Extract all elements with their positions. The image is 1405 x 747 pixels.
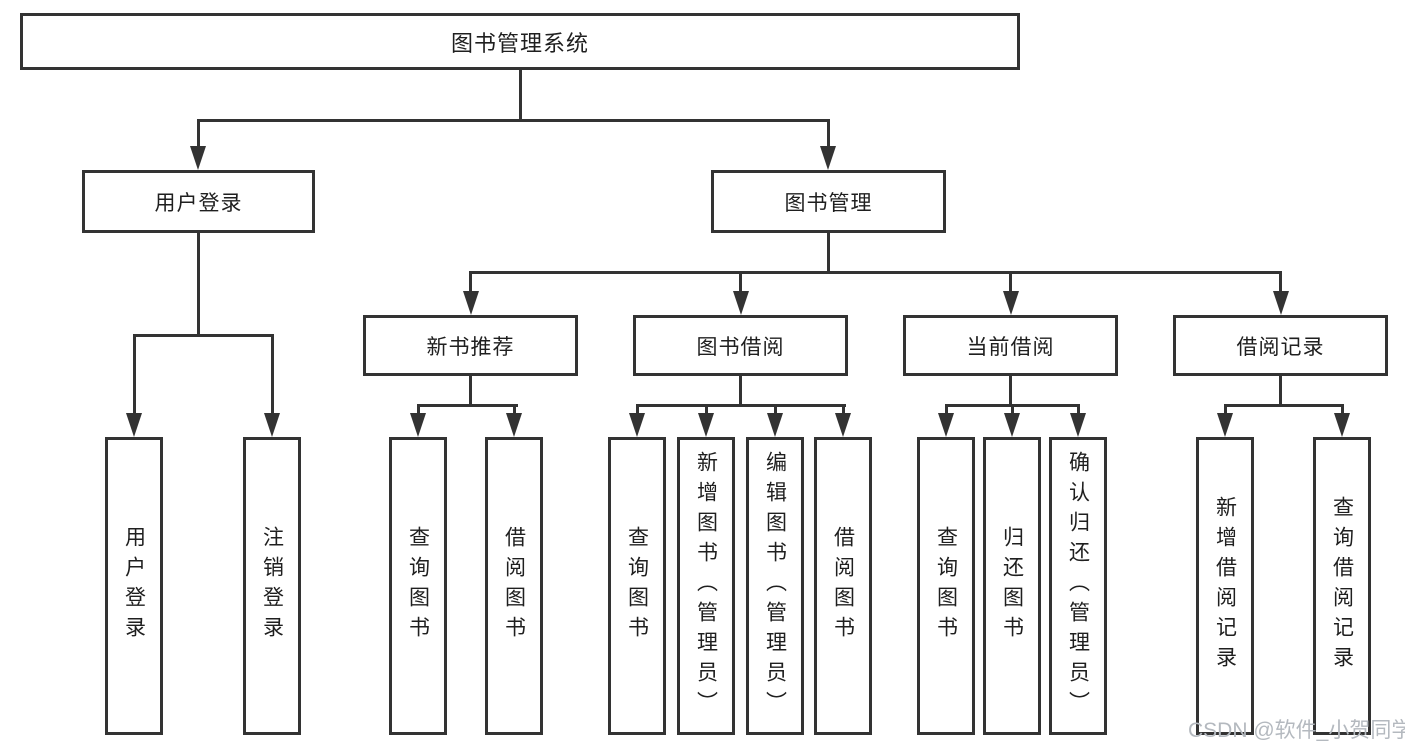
- arrow-down-icon: [732, 291, 749, 315]
- arrow-down-icon: [1004, 413, 1020, 437]
- leaf-recommend-borrow-book: 借阅图书: [485, 437, 543, 735]
- connector-line: [469, 270, 1282, 274]
- csdn-watermark: CSDN @软件_小贺同学: [1188, 719, 1405, 742]
- leaf-borrow-add-book-admin: 新增图书（管理员）: [677, 437, 735, 735]
- node-book-borrow: 图书借阅: [633, 315, 848, 376]
- arrow-down-icon: [835, 413, 851, 437]
- arrow-down-icon: [1272, 291, 1289, 315]
- connector-line: [1009, 376, 1012, 407]
- connector-line: [469, 270, 472, 293]
- leaf-recommend-query-book: 查询图书: [389, 437, 447, 735]
- leaf-borrow-query-book: 查询图书: [608, 437, 666, 735]
- connector-line: [841, 403, 845, 415]
- arrow-down-icon: [506, 413, 522, 437]
- leaf-records-add-borrow-record: 新增借阅记录: [1196, 437, 1254, 735]
- leaf-borrow-edit-book-admin: 编辑图书（管理员）: [746, 437, 804, 735]
- arrow-down-icon: [698, 413, 714, 437]
- arrow-down-icon: [1070, 413, 1086, 437]
- connector-line: [1223, 403, 1227, 415]
- connector-line: [270, 333, 274, 415]
- connector-line: [1279, 270, 1282, 293]
- node-new-book-recommend: 新书推荐: [363, 315, 578, 376]
- arrow-down-icon: [820, 146, 836, 170]
- node-current-borrow: 当前借阅: [903, 315, 1118, 376]
- connector-line: [196, 118, 830, 122]
- connector-line: [826, 118, 830, 148]
- leaf-borrow-borrow-book: 借阅图书: [814, 437, 872, 735]
- leaf-current-query-book: 查询图书: [917, 437, 975, 735]
- connector-line: [739, 270, 742, 293]
- leaf-records-query-borrow-record: 查询借阅记录: [1313, 437, 1371, 735]
- arrow-down-icon: [126, 413, 142, 437]
- connector-line: [635, 403, 639, 415]
- arrow-down-icon: [938, 413, 954, 437]
- arrow-down-icon: [1217, 413, 1233, 437]
- connector-line: [1279, 376, 1282, 407]
- connector-line: [512, 403, 516, 415]
- connector-line: [196, 233, 200, 336]
- node-root: 图书管理系统: [20, 13, 1020, 70]
- connector-line: [416, 403, 518, 407]
- leaf-current-return-book: 归还图书: [983, 437, 1041, 735]
- connector-line: [196, 118, 200, 148]
- arrow-down-icon: [264, 413, 280, 437]
- arrow-down-icon: [767, 413, 783, 437]
- connector-line: [518, 69, 522, 121]
- arrow-down-icon: [410, 413, 426, 437]
- node-borrow-records: 借阅记录: [1173, 315, 1388, 376]
- connector-line: [132, 333, 136, 415]
- leaf-logout-login: 注销登录: [243, 437, 301, 735]
- arrow-down-icon: [462, 291, 479, 315]
- connector-line: [1010, 403, 1014, 415]
- connector-line: [1340, 403, 1344, 415]
- connector-line: [1223, 403, 1344, 407]
- arrow-down-icon: [1002, 291, 1019, 315]
- node-user-login: 用户登录: [82, 170, 315, 233]
- arrow-down-icon: [629, 413, 645, 437]
- connector-line: [132, 333, 274, 337]
- connector-line: [704, 403, 708, 415]
- arrow-down-icon: [1334, 413, 1350, 437]
- connector-line: [635, 403, 846, 407]
- connector-line: [1009, 270, 1012, 293]
- connector-line: [416, 403, 420, 415]
- connector-line: [1076, 403, 1080, 415]
- arrow-down-icon: [190, 146, 206, 170]
- connector-line: [944, 403, 948, 415]
- connector-line: [469, 376, 472, 407]
- node-book-management: 图书管理: [711, 170, 946, 233]
- leaf-user-login: 用户登录: [105, 437, 163, 735]
- connector-line: [773, 403, 777, 415]
- leaf-current-confirm-return-admin: 确认归还（管理员）: [1049, 437, 1107, 735]
- connector-line: [739, 376, 742, 407]
- connector-line: [826, 233, 830, 274]
